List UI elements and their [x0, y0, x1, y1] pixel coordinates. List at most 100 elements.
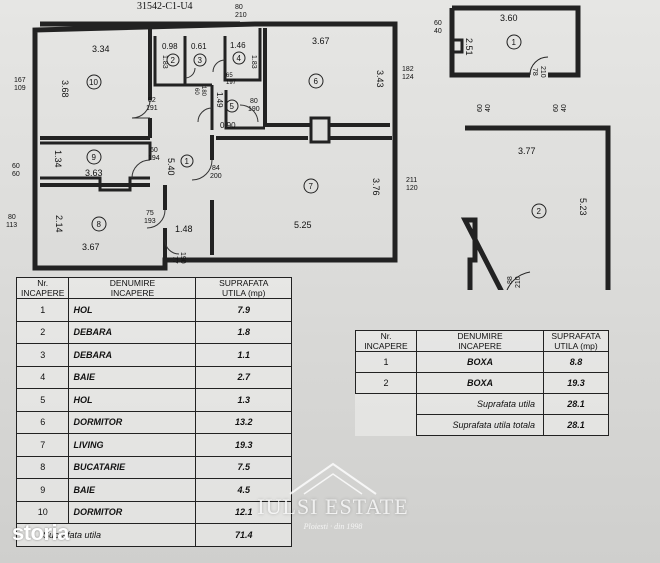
svg-text:3.60: 3.60 [500, 13, 518, 23]
svg-text:3.68: 3.68 [60, 80, 70, 98]
svg-text:40: 40 [434, 28, 442, 35]
svg-text:60: 60 [12, 163, 20, 170]
svg-text:80: 80 [8, 214, 16, 221]
svg-text:80: 80 [250, 98, 258, 105]
box-1-label: 1 [512, 38, 517, 47]
room-5-label: 5 [230, 102, 235, 111]
svg-text:40: 40 [561, 104, 568, 112]
svg-text:194: 194 [148, 155, 160, 162]
svg-text:0.61: 0.61 [191, 42, 207, 51]
svg-text:124: 124 [402, 74, 414, 81]
dimension-labels: 3.34 0.98 0.61 1.46 3.67 3.43 3.68 1.34 … [53, 13, 588, 252]
door-swings [131, 59, 259, 255]
room-4-label: 4 [237, 54, 242, 63]
svg-text:190: 190 [179, 252, 186, 264]
svg-text:191: 191 [146, 105, 158, 112]
room-3-label: 3 [198, 56, 203, 65]
svg-text:75: 75 [146, 210, 154, 217]
svg-text:2.14: 2.14 [54, 215, 64, 233]
svg-text:82: 82 [148, 97, 156, 104]
storage-box-1 [449, 5, 581, 78]
svg-text:88: 88 [507, 276, 514, 284]
svg-text:65: 65 [226, 73, 233, 79]
svg-text:200: 200 [210, 173, 222, 180]
svg-text:80: 80 [235, 4, 243, 11]
svg-text:167: 167 [14, 77, 26, 84]
room-9-label: 9 [92, 153, 97, 162]
rooms-total-row: Suprafata utila 71.4 [15, 523, 292, 547]
storia-logo: storia [12, 520, 69, 545]
svg-text:0.90: 0.90 [220, 121, 236, 130]
svg-text:113: 113 [6, 222, 17, 229]
svg-text:5.23: 5.23 [578, 198, 588, 216]
svg-text:77: 77 [171, 256, 178, 264]
svg-text:182: 182 [402, 66, 414, 73]
svg-text:3.34: 3.34 [92, 44, 110, 54]
svg-text:0.98: 0.98 [162, 42, 178, 51]
svg-text:3.67: 3.67 [82, 242, 100, 252]
svg-text:197: 197 [226, 80, 237, 86]
svg-text:40: 40 [485, 104, 492, 112]
svg-text:210: 210 [539, 66, 546, 78]
svg-text:60: 60 [553, 104, 560, 112]
svg-text:3.77: 3.77 [518, 146, 536, 156]
svg-text:1.83: 1.83 [250, 55, 257, 69]
storage-box-2 [460, 125, 611, 290]
room-8-label: 8 [97, 220, 102, 229]
svg-text:190: 190 [248, 106, 260, 113]
svg-text:210: 210 [515, 276, 522, 288]
room-1-label: 1 [185, 157, 190, 166]
agency-watermark: IULSI ESTATE Ploiesti · din 1998 [238, 458, 428, 553]
opening-labels: 80 210 167 109 182 124 82 191 80 190 60 … [6, 4, 568, 288]
svg-text:109: 109 [14, 85, 26, 92]
svg-text:211: 211 [406, 177, 417, 184]
room-2-label: 2 [171, 56, 176, 65]
room-7-label: 7 [309, 182, 314, 191]
svg-text:210: 210 [235, 12, 247, 19]
svg-text:1.49: 1.49 [215, 92, 224, 108]
svg-text:60: 60 [434, 20, 442, 27]
svg-text:60: 60 [12, 171, 20, 178]
svg-text:2.51: 2.51 [464, 38, 474, 56]
box-2-label: 2 [537, 207, 542, 216]
svg-text:3.43: 3.43 [375, 70, 385, 88]
svg-text:1.83: 1.83 [161, 55, 168, 69]
apartment-walls [32, 21, 398, 271]
svg-text:78: 78 [531, 68, 538, 76]
svg-text:193: 193 [144, 218, 156, 225]
svg-text:84: 84 [212, 165, 220, 172]
svg-text:3.76: 3.76 [371, 178, 381, 196]
room-6-label: 6 [314, 77, 319, 86]
svg-text:5.25: 5.25 [294, 220, 312, 230]
svg-text:60: 60 [193, 88, 199, 95]
svg-text:1.34: 1.34 [53, 150, 63, 168]
watermark-name: IULSI ESTATE [257, 494, 409, 519]
house-roof-icon [289, 462, 377, 495]
svg-text:1.46: 1.46 [230, 41, 246, 50]
svg-text:1.48: 1.48 [175, 224, 193, 234]
svg-text:3.67: 3.67 [312, 36, 330, 46]
svg-text:5.40: 5.40 [166, 158, 176, 176]
svg-text:180: 180 [200, 86, 206, 97]
watermark-tagline: Ploiesti · din 1998 [303, 522, 363, 531]
svg-text:120: 120 [406, 185, 418, 192]
plan-code: 31542-C1-U4 [137, 1, 193, 12]
